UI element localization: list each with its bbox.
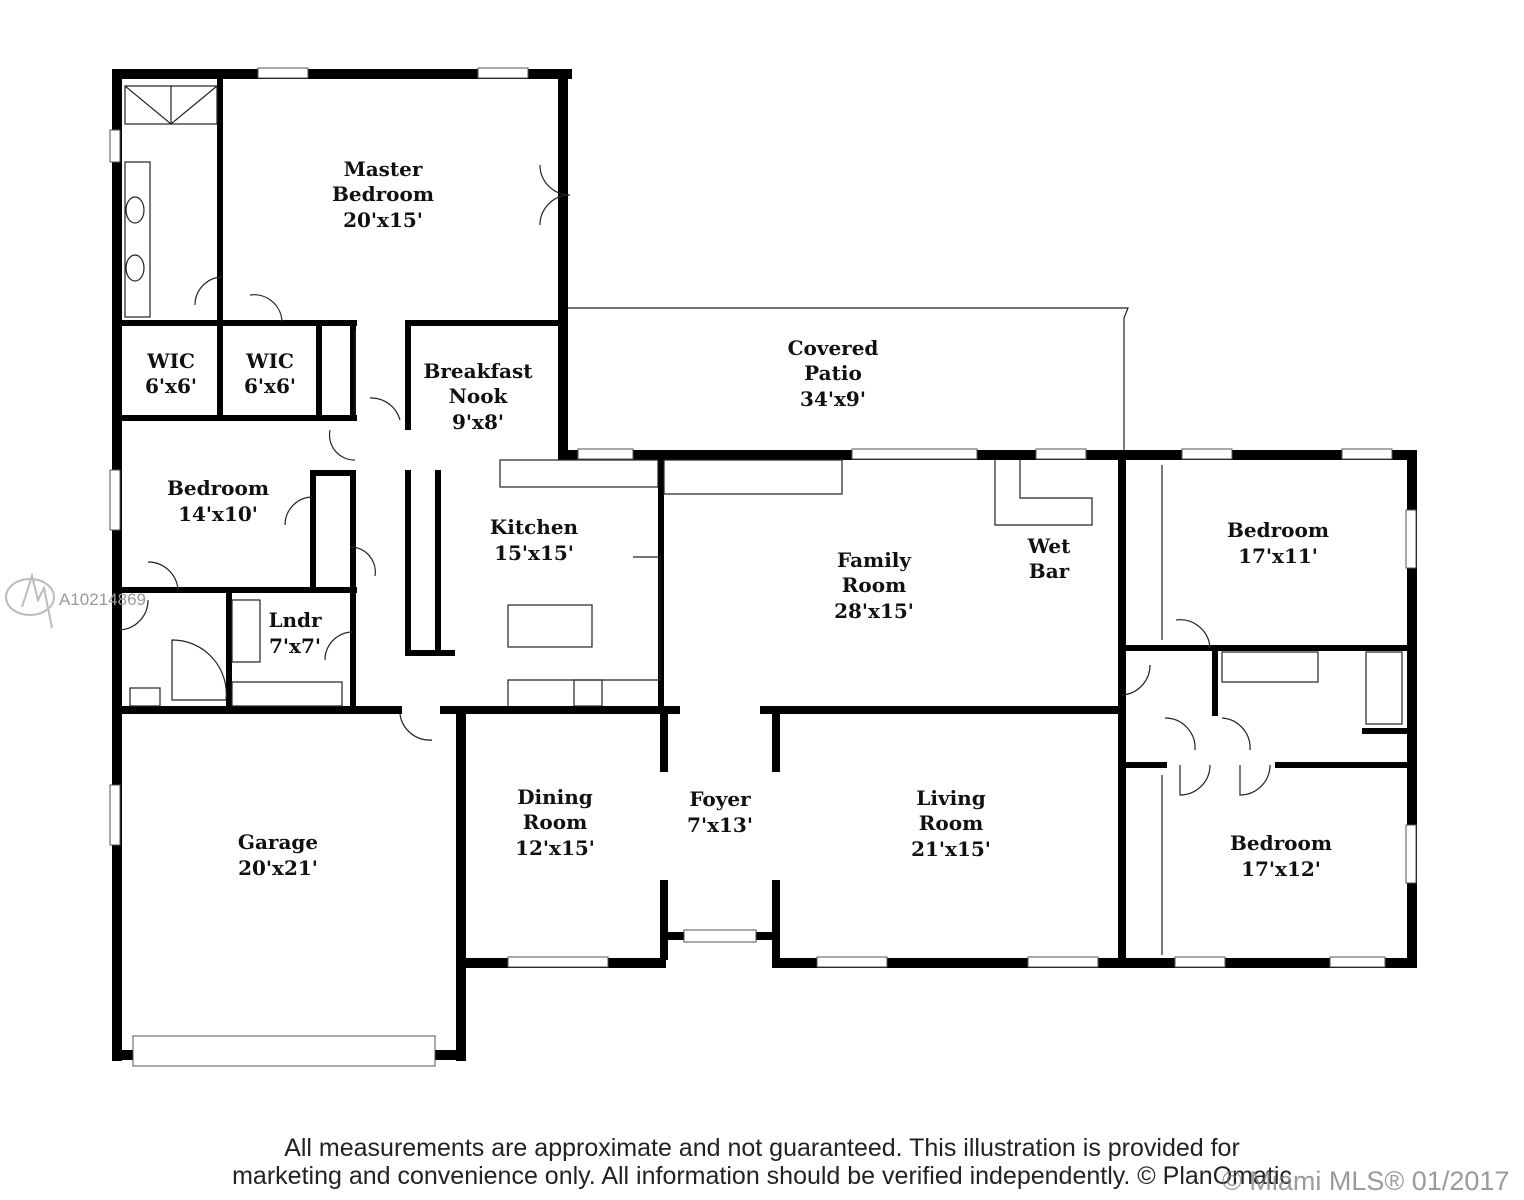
walls: [112, 69, 1417, 1061]
covered-patio-outline: [568, 307, 1129, 452]
fixtures: [119, 85, 1403, 955]
mls-logo-watermark: [5, 572, 55, 629]
windows: [109, 67, 1417, 1067]
listing-id-watermark: A10214869: [59, 590, 146, 609]
mls-copyright-watermark: © Miami MLS® 01/2017: [1222, 1166, 1510, 1196]
disclaimer-line-1: All measurements are approximate and not…: [284, 1134, 1240, 1162]
disclaimer-line-2: marketing and convenience only. All info…: [232, 1162, 1292, 1190]
